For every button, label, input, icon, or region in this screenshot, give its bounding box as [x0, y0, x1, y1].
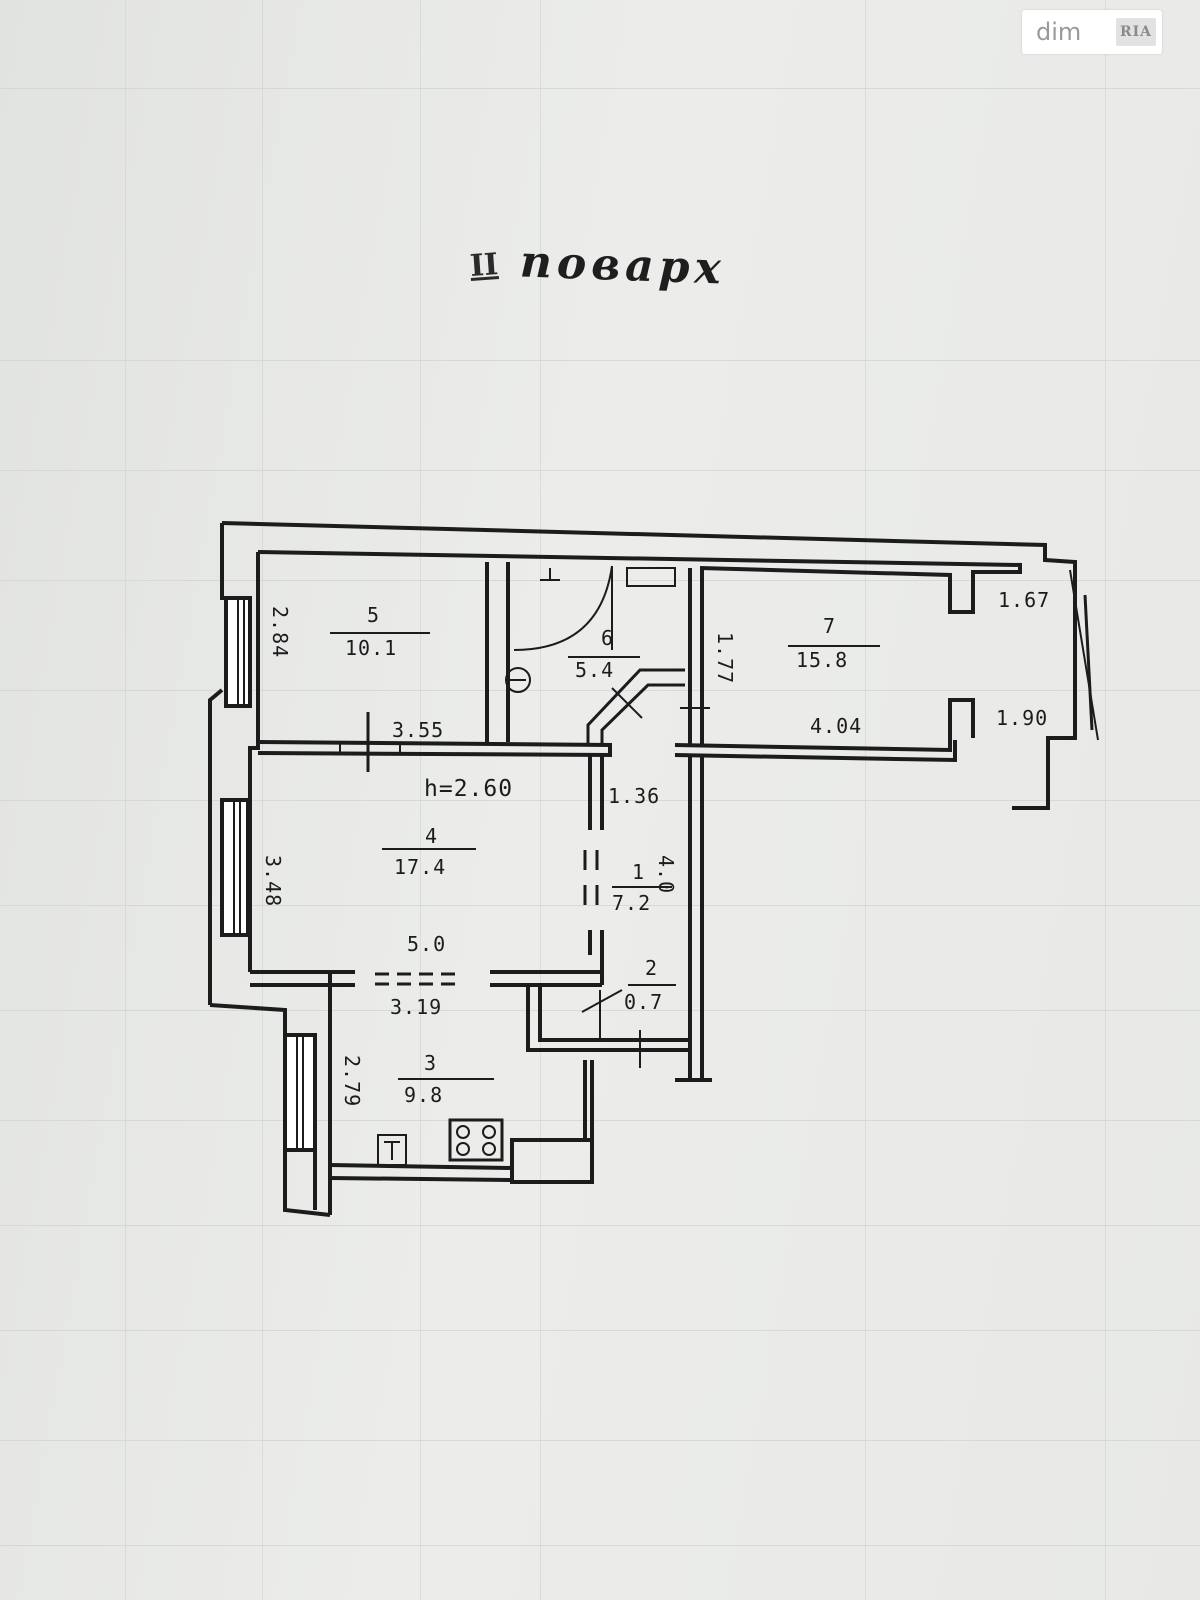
room-3-area: 9.8	[404, 1083, 444, 1107]
fridge-symbol	[377, 1134, 407, 1166]
dim-3-55: 3.55	[392, 718, 445, 742]
wall-7-bottom	[674, 698, 975, 763]
kitchen-bottom-wall	[329, 1163, 513, 1182]
room-5-area: 10.1	[345, 636, 398, 660]
room-6-area: 5.4	[575, 658, 615, 682]
dim-4-0: 4.0	[654, 855, 678, 895]
corridor-wall-right	[688, 755, 704, 1080]
room-2-area: 0.7	[624, 990, 664, 1014]
corridor-wall-left	[588, 755, 604, 830]
watermark-text: dim	[1036, 18, 1082, 46]
room2-walls	[526, 985, 690, 1052]
dim-1-77: 1.77	[713, 632, 737, 685]
room-4-area: 17.4	[394, 855, 447, 879]
kitchen-vent	[510, 1138, 594, 1184]
dim-1-67: 1.67	[998, 588, 1051, 612]
stove-symbol	[448, 1118, 504, 1162]
dim-2-79: 2.79	[340, 1055, 364, 1108]
room-4-number: 4	[425, 824, 439, 848]
duct	[586, 668, 685, 745]
dim-2-84: 2.84	[268, 606, 292, 659]
wall-5-6	[485, 562, 510, 742]
room-1-number: 1	[632, 860, 646, 884]
room-5-number: 5	[367, 603, 381, 627]
dim-3-19: 3.19	[390, 995, 443, 1019]
wall-4-3	[250, 970, 355, 987]
dim-ria-watermark: dim RIA	[1022, 10, 1162, 54]
dim-5-0: 5.0	[407, 932, 447, 956]
room-6-number: 6	[601, 626, 615, 650]
ria-logo: RIA	[1115, 18, 1156, 46]
bath-symbol	[540, 568, 560, 581]
dim-1-36: 1.36	[608, 784, 661, 808]
room-2-number: 2	[645, 956, 659, 980]
wall-5-4	[257, 740, 612, 758]
dim-4-04: 4.04	[810, 714, 863, 738]
dim-3-48: 3.48	[261, 855, 285, 908]
outer-wall	[221, 521, 1077, 810]
toilet-symbol	[505, 667, 531, 693]
dim-1-90: 1.90	[996, 706, 1049, 730]
wall-6-7	[688, 568, 704, 745]
ceiling-height-label: h=2.60	[424, 776, 514, 802]
room-7-area: 15.8	[796, 648, 849, 672]
inner-top-wall	[257, 550, 1022, 614]
room-1-area: 7.2	[612, 891, 652, 915]
door-arc-room6	[513, 565, 613, 651]
outer-wall-left	[208, 523, 224, 1005]
window-room3	[283, 1033, 317, 1152]
room-7-number: 7	[823, 614, 837, 638]
room-3-number: 3	[424, 1051, 438, 1075]
